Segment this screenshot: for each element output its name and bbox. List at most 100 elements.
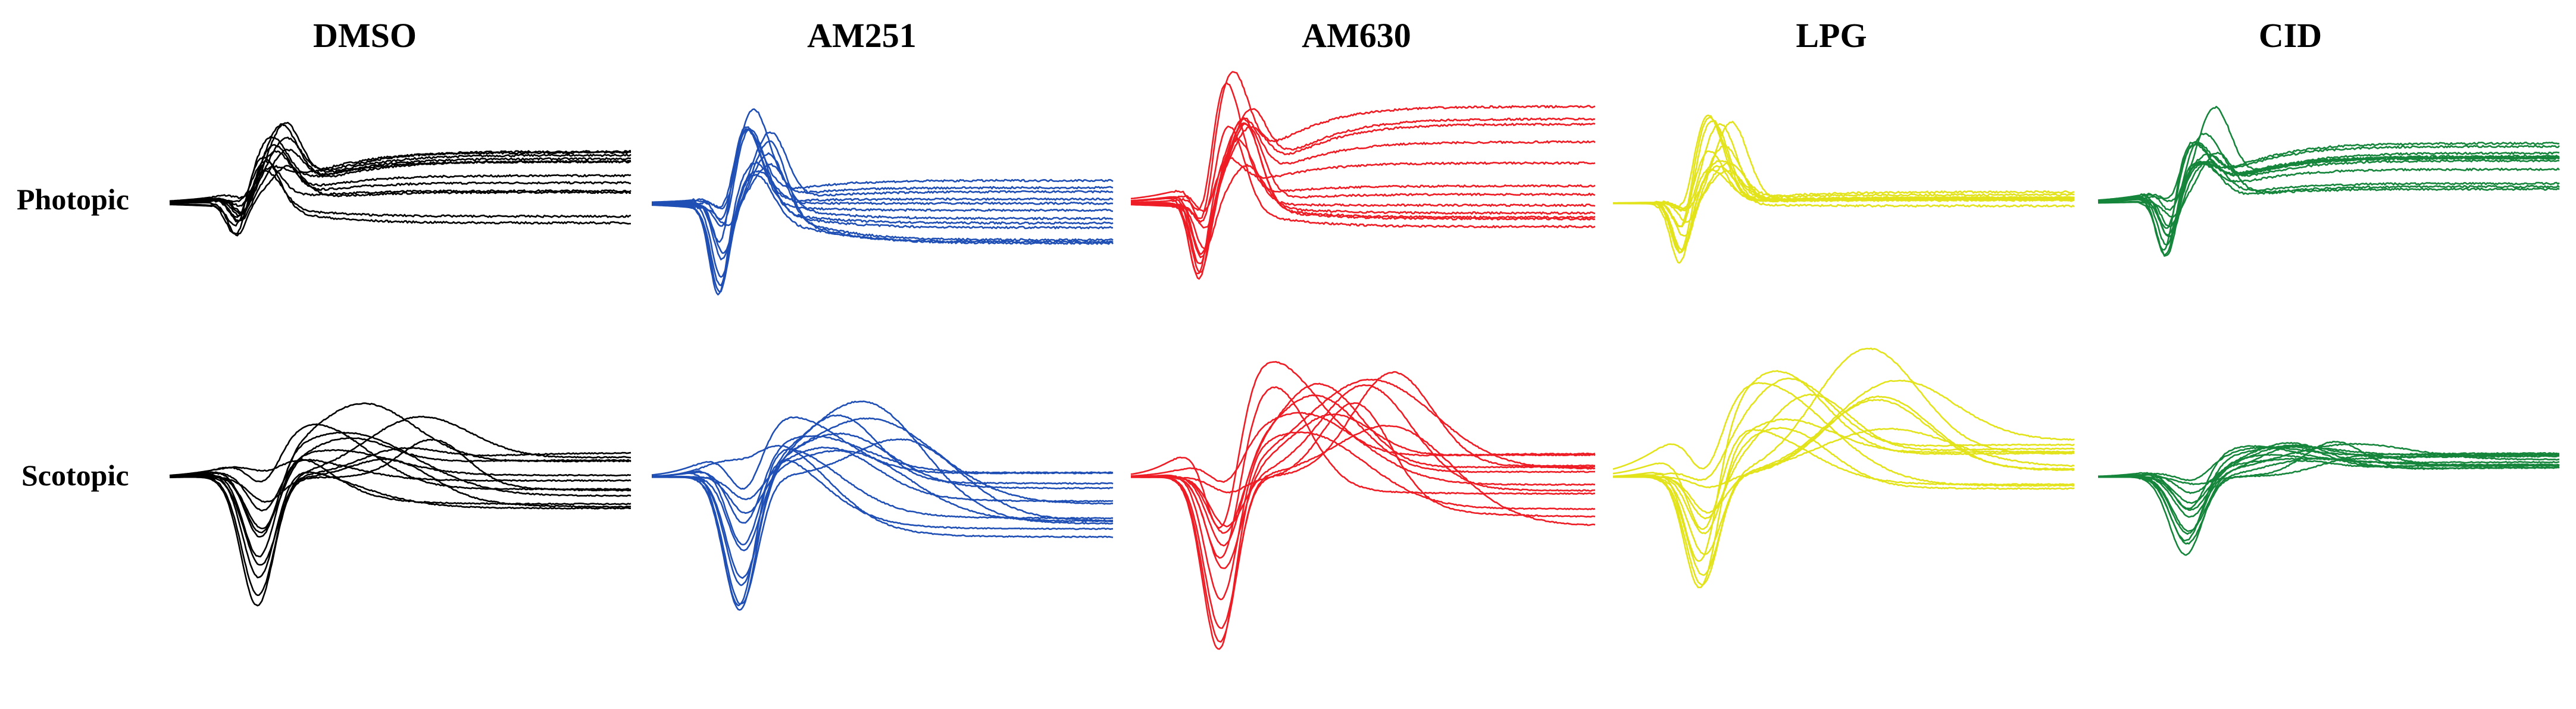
trace-am251-scotopic-4: [651, 416, 1114, 490]
trace-am630-scotopic-10: [1131, 371, 1595, 629]
trace-am630-scotopic-9: [1131, 431, 1596, 601]
panel-lpg-scotopic: [1612, 347, 2075, 588]
trace-dmso-scotopic-2: [170, 458, 632, 509]
trace-cid-scotopic-8: [2098, 459, 2560, 532]
trace-lpg-scotopic-5: [1612, 382, 2075, 487]
trace-am251-scotopic-7: [651, 459, 1114, 545]
trace-lpg-scotopic-2: [1612, 377, 2075, 481]
trace-am251-photopic-12: [651, 161, 1114, 296]
trace-am630-scotopic-5: [1131, 394, 1596, 547]
trace-lpg-photopic-4: [1613, 150, 2075, 212]
trace-am630-scotopic-1: [1131, 402, 1596, 518]
trace-am630-photopic-10: [1130, 123, 1596, 265]
trace-am251-photopic-3: [652, 128, 1113, 212]
trace-am630-scotopic-4: [1131, 382, 1595, 534]
row-label-scotopic: Scotopic: [21, 459, 129, 492]
trace-am630-scotopic-2: [1130, 412, 1596, 486]
panel-lpg-photopic: [1613, 114, 2075, 264]
trace-am630-photopic-9: [1131, 122, 1596, 273]
trace-dmso-scotopic-12: [170, 438, 632, 607]
trace-dmso-scotopic-7: [169, 431, 632, 538]
trace-lpg-scotopic-9: [1613, 379, 2075, 576]
trace-am630-photopic-6: [1130, 71, 1596, 219]
trace-am251-scotopic-6: [652, 432, 1114, 551]
trace-dmso-scotopic-1: [169, 458, 632, 482]
trace-am251-scotopic-5: [651, 435, 1114, 524]
trace-am251-photopic-7: [652, 170, 1114, 261]
trace-am251-scotopic-11: [652, 400, 1114, 611]
trace-am251-scotopic-8: [652, 414, 1114, 579]
trace-am251-photopic-8: [652, 126, 1114, 243]
trace-am251-photopic-4: [651, 128, 1114, 227]
trace-dmso-photopic-9: [169, 136, 632, 218]
column-title-cid: CID: [2258, 16, 2322, 55]
trace-am251-scotopic-9: [652, 417, 1114, 586]
column-title-am251: AM251: [807, 16, 917, 55]
trace-dmso-photopic-12: [170, 169, 632, 235]
trace-cid-photopic-12: [2097, 140, 2560, 251]
trace-lpg-scotopic-6: [1612, 426, 2075, 535]
panel-am251-scotopic: [651, 400, 1114, 611]
trace-am630-scotopic-7: [1131, 386, 1595, 559]
trace-am630-photopic-8: [1130, 108, 1596, 255]
trace-am251-photopic-6: [652, 131, 1114, 254]
trace-cid-scotopic-11: [2098, 445, 2560, 542]
panel-dmso-photopic: [169, 121, 632, 237]
trace-lpg-photopic-3: [1613, 162, 2075, 223]
trace-am251-scotopic-1: [651, 444, 1114, 538]
column-title-am630: AM630: [1302, 16, 1411, 55]
trace-dmso-photopic-10: [170, 156, 631, 227]
trace-am630-photopic-5: [1131, 82, 1596, 211]
trace-lpg-scotopic-3: [1613, 399, 2075, 514]
trace-am251-scotopic-10: [652, 438, 1114, 605]
panel-am630-scotopic: [1130, 360, 1596, 650]
panel-cid-photopic: [2097, 106, 2560, 257]
trace-lpg-scotopic-11: [1612, 370, 2075, 562]
trace-dmso-scotopic-4: [169, 449, 632, 512]
trace-lpg-scotopic-12: [1612, 418, 2075, 588]
trace-am630-photopic-7: [1131, 139, 1596, 259]
trace-lpg-scotopic-8: [1612, 428, 2075, 530]
trace-dmso-photopic-3: [170, 160, 632, 204]
trace-lpg-photopic-11: [1613, 168, 2075, 254]
trace-dmso-photopic-6: [169, 123, 632, 217]
trace-dmso-scotopic-11: [170, 447, 632, 597]
trace-am630-scotopic-11: [1131, 425, 1596, 643]
trace-am251-scotopic-2: [652, 446, 1114, 503]
trace-cid-scotopic-9: [2098, 453, 2559, 535]
trace-cid-photopic-10: [2097, 162, 2560, 257]
trace-am630-photopic-3: [1131, 126, 1596, 228]
trace-cid-scotopic-4: [2098, 441, 2560, 504]
trace-dmso-scotopic-10: [169, 470, 632, 579]
trace-cid-scotopic-6: [2098, 443, 2560, 518]
trace-am251-scotopic-3: [652, 449, 1114, 523]
trace-am630-photopic-12: [1130, 117, 1596, 274]
trace-am630-scotopic-3: [1131, 384, 1596, 528]
trace-am630-photopic-2: [1130, 156, 1596, 212]
trace-dmso-scotopic-5: [170, 437, 631, 529]
trace-am630-scotopic-12: [1131, 378, 1596, 650]
trace-am251-scotopic-12: [651, 448, 1114, 607]
trace-lpg-photopic-12: [1613, 165, 2075, 264]
trace-am630-scotopic-8: [1130, 360, 1596, 529]
trace-cid-scotopic-12: [2098, 446, 2560, 556]
trace-dmso-scotopic-6: [170, 402, 632, 534]
panel-am630-photopic: [1130, 71, 1596, 280]
trace-cid-photopic-2: [2098, 152, 2560, 218]
trace-am251-photopic-1: [651, 152, 1114, 242]
trace-am251-photopic-11: [652, 140, 1114, 293]
trace-lpg-photopic-10: [1613, 160, 2075, 253]
panel-dmso-scotopic: [169, 402, 632, 607]
trace-am630-photopic-11: [1130, 123, 1596, 280]
trace-lpg-scotopic-10: [1613, 347, 2075, 586]
column-title-lpg: LPG: [1796, 16, 1867, 55]
trace-dmso-scotopic-9: [170, 459, 632, 558]
column-title-dmso: DMSO: [313, 16, 417, 55]
trace-dmso-scotopic-8: [170, 415, 632, 566]
trace-am251-photopic-5: [652, 128, 1114, 221]
panel-am251-photopic: [651, 108, 1114, 296]
panel-cid-scotopic: [2097, 441, 2560, 556]
row-label-photopic: Photopic: [17, 183, 129, 216]
